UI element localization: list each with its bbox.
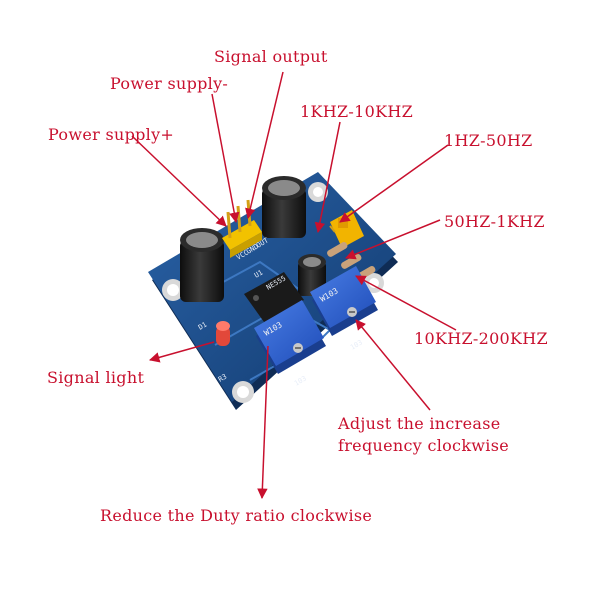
led-label: D1 (197, 321, 208, 332)
jumper-header (329, 210, 364, 248)
label-power-supply-plus: Power supply+ (48, 125, 175, 144)
label-range-1k-10k: 1KHZ-10KHZ (300, 102, 413, 121)
label-adjust-frequency-2: frequency clockwise (338, 436, 510, 455)
arrow-reduce-duty (257, 345, 269, 500)
chip-label: U1 (253, 269, 264, 280)
arrow-power-plus (131, 135, 227, 227)
label-power-supply-minus: Power supply- (110, 74, 229, 93)
resistor-label: R3 (217, 373, 228, 384)
pot-right-marking: 103 (349, 338, 364, 351)
mounting-hole-left (162, 279, 184, 301)
led (216, 321, 230, 346)
label-range-10k-200k: 10KHZ-200KHZ (414, 329, 548, 348)
arrow-adjust-frequency (355, 319, 431, 411)
ne555-chip (244, 272, 304, 322)
capacitor-large-left (180, 228, 224, 302)
mounting-hole-top (308, 182, 328, 202)
label-signal-output: Signal output (214, 47, 328, 66)
arrow-signal-light (148, 341, 215, 363)
arrow-50-1k (345, 219, 441, 260)
arrow-1-50 (339, 144, 449, 223)
label-adjust-frequency-1: Adjust the increase (338, 414, 501, 433)
potentiometer-left (254, 300, 326, 374)
label-reduce-duty: Reduce the Duty ratio clockwise (100, 506, 373, 525)
label-range-1-50: 1HZ-50HZ (444, 131, 533, 150)
mounting-hole-bottom (232, 381, 254, 403)
annotation-arrows (131, 71, 457, 500)
label-signal-light: Signal light (47, 368, 145, 387)
resistor-1 (327, 242, 348, 257)
label-range-50-1k: 50HZ-1KHZ (444, 212, 545, 231)
capacitor-large-top (262, 176, 306, 238)
pot-left-marking: 103 (293, 374, 308, 387)
arrow-1k-10k (314, 121, 341, 234)
arrow-signal-output (245, 71, 284, 220)
arrow-10k-200k (355, 275, 457, 331)
arrow-power-minus (211, 93, 240, 224)
